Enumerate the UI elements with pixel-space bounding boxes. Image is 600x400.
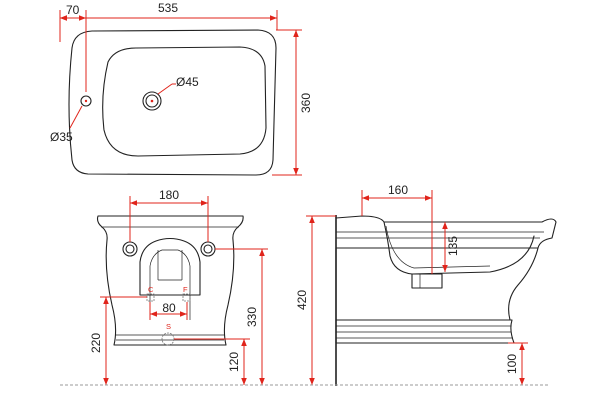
dim-fixing-depth: 160: [388, 183, 408, 197]
side-view: 160 135 420 100: [295, 183, 557, 386]
dim-overall-height: 420: [295, 290, 309, 310]
waste-label: S: [166, 322, 171, 331]
hot-label: F: [183, 285, 188, 294]
dim-side-hole-diameter: Ø35: [50, 130, 73, 144]
top-view-bowl: [102, 46, 267, 157]
top-view-outline: [68, 29, 277, 176]
tap-hole-outer: [142, 91, 162, 111]
dim-total-height: 330: [245, 307, 259, 327]
dim-waste-height: 220: [89, 333, 103, 353]
front-view-outline: [96, 215, 244, 346]
dim-bowl-depth: 135: [446, 236, 460, 256]
front-inner-cavity: [139, 237, 201, 296]
dim-base-height: 100: [505, 354, 519, 374]
side-waste-outlet: [411, 273, 443, 289]
right-fixing-hole: [203, 244, 213, 254]
dim-fixing-spacing: 180: [159, 188, 179, 202]
left-fixing-hole: [125, 244, 135, 254]
side-hole-center: [84, 99, 88, 103]
side-view-base: [335, 319, 515, 344]
dim-overall-depth: 360: [299, 93, 313, 113]
hot-connection: [182, 293, 191, 302]
side-view-body: [335, 247, 539, 321]
top-view: 70 535 360 Ø45 Ø35: [50, 1, 313, 176]
side-hole: [80, 95, 92, 107]
side-view-rim: [335, 215, 557, 249]
front-view: C F S 180 80 220 330 120: [89, 188, 268, 385]
dim-overall-width: 535: [158, 1, 178, 15]
dim-tap-hole-diameter: Ø45: [176, 75, 199, 89]
tap-hole-inner: [145, 94, 159, 108]
dim-connection-spacing: 80: [162, 301, 176, 315]
tap-hole-center: [150, 99, 154, 103]
dim-fixing-height: 120: [227, 352, 241, 372]
dim-hole-offset-label: 70: [66, 3, 80, 17]
side-view-bowl: [383, 221, 535, 275]
right-fixing-hole-outer: [200, 241, 216, 257]
cold-label: C: [148, 285, 154, 294]
left-fixing-hole-outer: [122, 241, 138, 257]
